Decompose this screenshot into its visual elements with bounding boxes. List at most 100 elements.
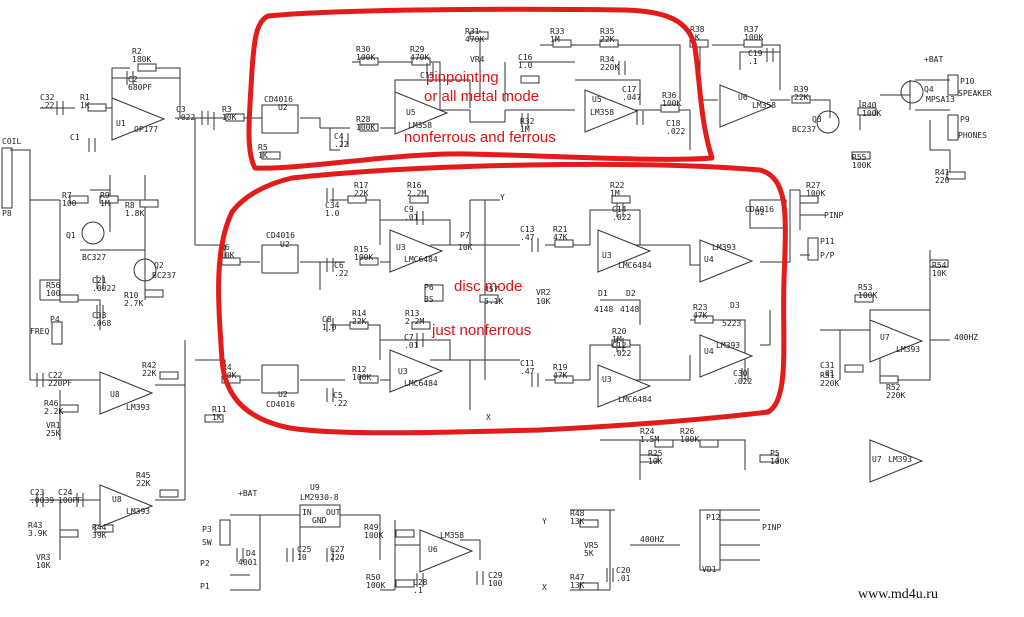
op-amp-0 <box>111 97 166 141</box>
ic-label-q1-type: BC327 <box>82 253 106 262</box>
ic-label-d2-type: 4148 <box>620 305 639 314</box>
resistor-55 <box>479 294 499 303</box>
part-ref-c29: C29 <box>488 571 503 580</box>
part-ref-r20: R20 <box>612 327 627 336</box>
resistor-31 <box>359 375 379 384</box>
part-value-r55: 100K <box>852 161 871 170</box>
part-ref-r47: R47 <box>570 573 585 582</box>
wire-22 <box>575 79 641 105</box>
ic-label-u3d-type: LMC6484 <box>618 395 652 404</box>
ic-label-d1: D1 <box>598 289 608 298</box>
part-ref-c4: C4 <box>334 132 344 141</box>
connector-label-coil: COIL <box>2 137 21 146</box>
part-ref-c22: C22 <box>48 371 63 380</box>
part-value-r31: 470K <box>465 35 484 44</box>
part-value-r53: 100K <box>858 291 877 300</box>
part-ref-r14: R14 <box>352 309 367 318</box>
ic-label-u4a-type: LM393 <box>712 243 736 252</box>
connector-label-vr2-val: 10K <box>536 297 551 306</box>
part-value-c12: .022 <box>612 349 631 358</box>
ic-label-u2a: U2 <box>278 103 288 112</box>
wire-87 <box>600 299 641 325</box>
ic-label-u7a-type: LM393 <box>896 345 920 354</box>
ic-label-u8b: U8 <box>112 495 122 504</box>
resistor-42 <box>159 371 179 380</box>
op-amp-13 <box>99 484 154 528</box>
part-ref-r12: R12 <box>352 365 367 374</box>
wire-4 <box>148 67 181 78</box>
op-amp-4 <box>389 229 444 273</box>
connector-label-vd1: VD1 <box>702 565 717 574</box>
resistor-29 <box>799 195 819 204</box>
ic-label-u3c-type: LMC6484 <box>618 261 652 270</box>
part-ref-r8: R8 <box>125 201 135 210</box>
part-ref-r23: R23 <box>693 303 708 312</box>
resistor-26 <box>347 195 367 204</box>
part-value-c22: 220PF <box>48 379 72 388</box>
connector-label-sw: SW <box>202 538 212 547</box>
wire-45 <box>39 279 60 300</box>
connector-label-pp: P/P <box>820 251 835 260</box>
resistor-17 <box>946 171 966 180</box>
analog-switch-2 <box>261 364 299 394</box>
part-value-r45: 22K <box>136 479 151 488</box>
part-ref-r33: R33 <box>550 27 565 36</box>
part-ref-c11: C11 <box>520 359 535 368</box>
part-ref-r46: R46 <box>44 399 59 408</box>
wire-21 <box>540 44 681 100</box>
op-amp-12 <box>99 371 154 415</box>
ic-label-u2d-type: CD4016 <box>745 205 774 214</box>
part-ref-c27: C27 <box>330 545 345 554</box>
ic-label-d4-type: 4001 <box>238 558 257 567</box>
part-ref-r10: R10 <box>124 291 139 300</box>
ic-label-u3b-type: LMC6484 <box>404 379 438 388</box>
part-value-c2: 680PF <box>128 83 152 92</box>
ic-label-u6b-type: LM358 <box>440 531 464 540</box>
part-ref-r50: R50 <box>366 573 381 582</box>
wire-78 <box>380 339 451 360</box>
part-ref-c14: C14 <box>612 205 627 214</box>
part-ref-r31: R31 <box>465 27 480 36</box>
part-value-c34: 1.0 <box>325 209 340 218</box>
part-ref-r4: R4 <box>222 363 232 372</box>
part-value-r5: 1K <box>258 151 268 160</box>
part-value-c30: .022 <box>733 377 752 386</box>
part-ref-r24: R24 <box>640 427 655 436</box>
connector-0 <box>1 147 13 209</box>
part-ref-c28: C28 <box>413 578 428 587</box>
part-ref-r42: R42 <box>142 361 157 370</box>
analog-switch-0 <box>261 104 299 134</box>
resistor-22 <box>59 294 79 303</box>
analog-switch-1 <box>261 244 299 274</box>
part-value-r26: 100K <box>680 435 699 444</box>
connector-3 <box>807 237 819 261</box>
part-ref-r1: R1 <box>80 93 90 102</box>
ic-label-q4-type: MPSA13 <box>926 95 955 104</box>
op-amp-10 <box>869 319 924 363</box>
ic-label-u5a: U5 <box>406 108 416 117</box>
part-ref-r41: R41 <box>935 168 950 177</box>
op-amp-1 <box>394 91 449 135</box>
part-ref-r53: R53 <box>858 283 873 292</box>
resistor-30 <box>221 375 241 384</box>
ic-label-u3b: U3 <box>398 367 408 376</box>
part-ref-r25: R25 <box>648 449 663 458</box>
part-ref-p5: P5 <box>770 449 780 458</box>
resistor-45 <box>59 529 79 538</box>
part-value-r51: 220K <box>820 379 839 388</box>
part-value-r39: 22K <box>794 93 809 102</box>
part-value-r4: 10K <box>222 371 237 380</box>
ic-label-u4b-type: LM393 <box>716 341 740 350</box>
part-value-r20: 1M <box>612 335 622 344</box>
resistor-40 <box>844 364 864 373</box>
part-value-r12: 100K <box>352 373 371 382</box>
part-value-r46: 2.2K <box>44 407 63 416</box>
part-ref-r49: R49 <box>364 523 379 532</box>
part-ref-vr5: VR5 <box>584 541 599 550</box>
part-ref-c8: C8 <box>322 315 332 324</box>
connector-label-y-b: Y <box>542 517 547 526</box>
op-amp-7 <box>597 364 652 408</box>
part-value-c19: .1 <box>748 57 758 66</box>
resistor-34 <box>204 414 224 423</box>
